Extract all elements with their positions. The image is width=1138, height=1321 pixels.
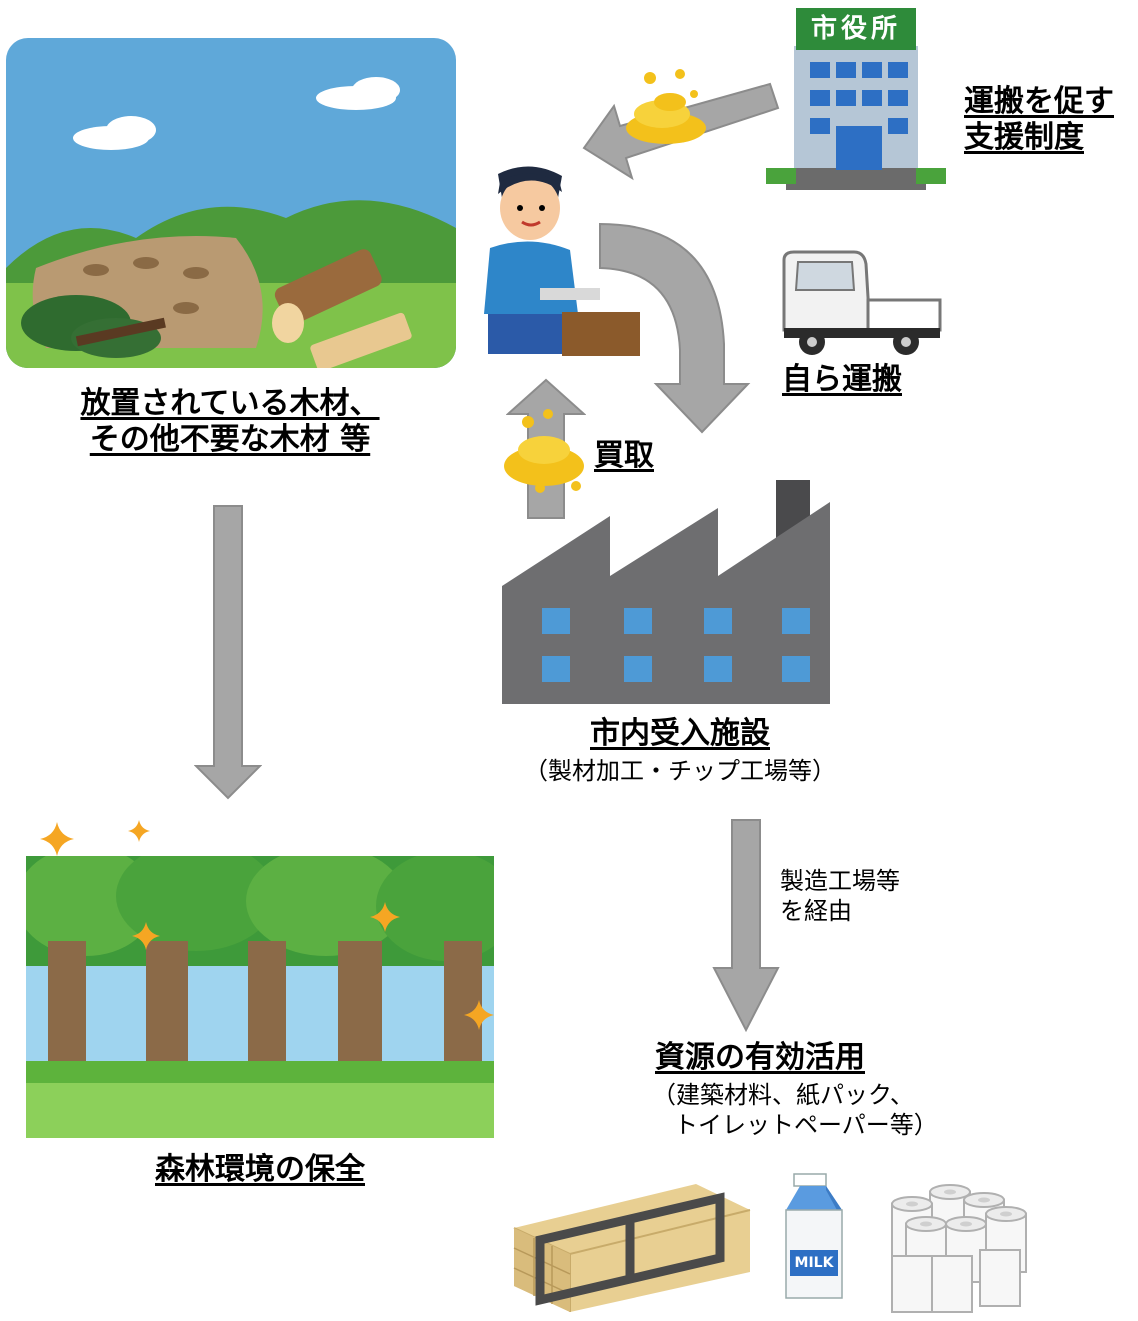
- sparkle-icon: [370, 902, 400, 932]
- sparkle-icon: [128, 820, 150, 842]
- lumber-bundle-icon: [513, 1184, 751, 1312]
- sparkle-icon: [132, 922, 160, 950]
- subsidy-label: 運搬を促す 支援制度: [964, 84, 1114, 155]
- down-arrow-forest: [194, 505, 262, 800]
- coins-icon: [504, 409, 584, 493]
- milk-carton-icon: MILK: [780, 1172, 856, 1300]
- sparkle-icon: [464, 1000, 494, 1030]
- purchase-label: 買取: [594, 438, 654, 473]
- resources-sub-label: （建築材料、紙パック、 トイレットペーパー等）: [652, 1081, 938, 1139]
- city-hall-illustration: 市役所: [766, 8, 946, 190]
- worker-illustration: [470, 164, 646, 360]
- down-arrow-resources: [712, 819, 780, 1032]
- coins-icon: [626, 69, 706, 144]
- forest-illustration: [26, 856, 494, 1138]
- milk-text: MILK: [794, 1255, 834, 1271]
- self-transport-label: 自ら運搬: [782, 362, 902, 397]
- wood-label: 放置されている木材、 その他不要な木材 等: [80, 386, 380, 457]
- resources-label: 資源の有効活用: [655, 1040, 865, 1075]
- factory-illustration: [500, 478, 840, 704]
- sparkle-icon: [40, 822, 74, 856]
- facility-label: 市内受入施設: [590, 716, 770, 751]
- self-transport-arrow: [599, 222, 751, 434]
- clipped-header: [0, 0, 300, 4]
- city-hall-sign: 市役所: [810, 14, 901, 44]
- forest-label: 森林環境の保全: [155, 1152, 365, 1187]
- via-label: 製造工場等 を経由: [780, 867, 900, 925]
- facility-sub-label: （製材加工・チップ工場等）: [524, 757, 836, 785]
- toilet-paper-icon: [891, 1184, 1027, 1313]
- logging-scene-illustration: [6, 38, 456, 368]
- truck-illustration: [780, 250, 944, 358]
